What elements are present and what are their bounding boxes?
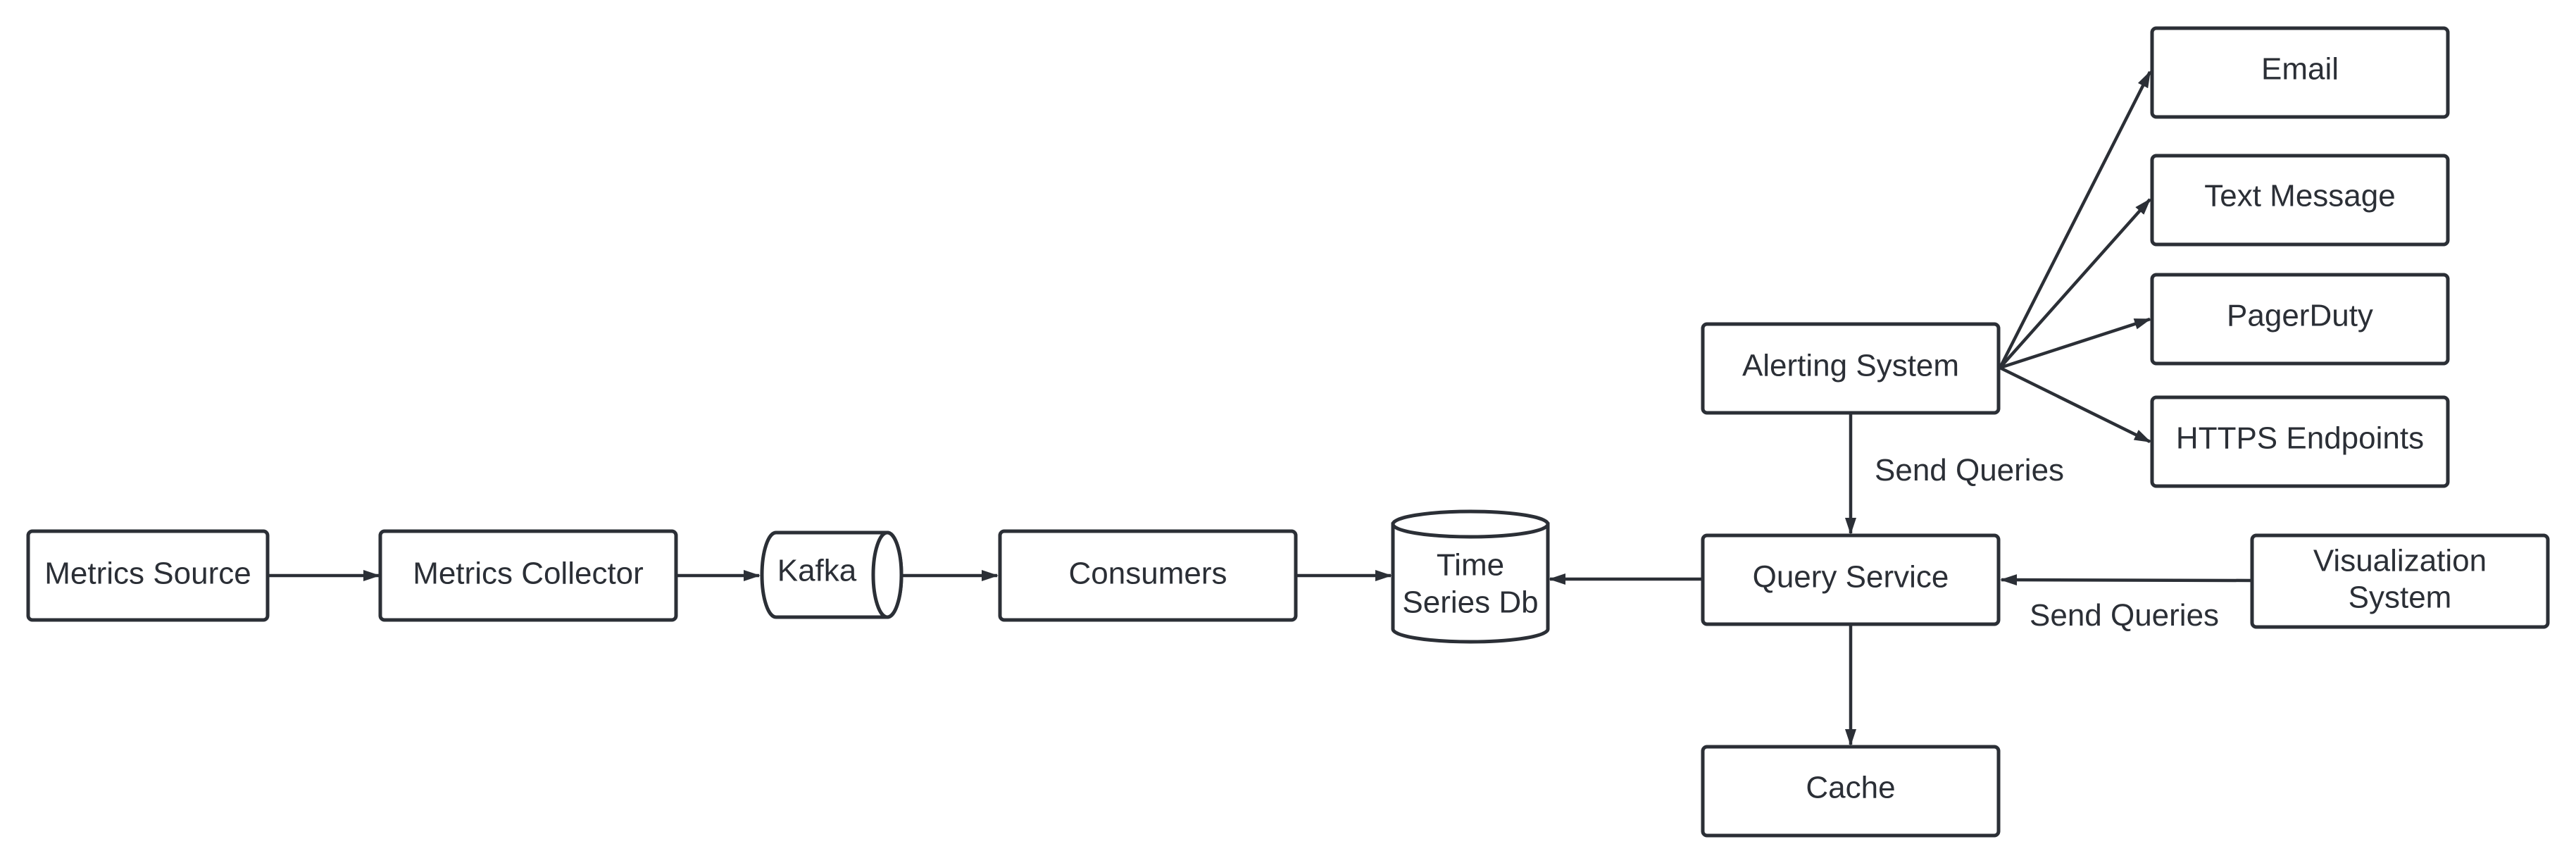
edge-alerting-to-https-endpoints — [1999, 366, 2151, 444]
node-visualization-system[interactable]: Visualization System — [2250, 533, 2550, 629]
edge-alerting-to-email — [1998, 70, 2152, 369]
node-label-line-2: Series Db — [1402, 585, 1538, 620]
node-label-line-1: Time — [1437, 548, 1504, 583]
node-label: Cache — [1806, 771, 1895, 805]
node-label: Metrics Collector — [413, 557, 644, 591]
kafka-cylinder-end — [871, 530, 904, 619]
edge-alerting-to-text-message — [1999, 198, 2151, 369]
edges — [268, 70, 2253, 746]
node-label: HTTPS Endpoints — [2176, 421, 2424, 456]
node-cache[interactable]: Cache — [1701, 745, 2001, 838]
node-metrics-collector[interactable]: Metrics Collector — [378, 529, 678, 622]
tsdb-cylinder-top — [1391, 509, 1550, 539]
node-label: Kafka — [777, 554, 857, 588]
node-label-line-1: Visualization — [2313, 544, 2487, 578]
node-label: Query Service — [1753, 560, 1949, 595]
node-label: Email — [2261, 52, 2339, 87]
node-consumers[interactable]: Consumers — [998, 529, 1298, 622]
node-query-service[interactable]: Query Service — [1701, 533, 2001, 626]
node-label-line-2: System — [2349, 580, 2452, 615]
node-text-message[interactable]: Text Message — [2150, 154, 2450, 247]
node-kafka-queue[interactable]: Kafka — [760, 530, 904, 619]
node-label: Alerting System — [1742, 349, 1959, 383]
edge-label-visualization-send-queries: Send Queries — [2030, 598, 2219, 633]
node-https-endpoints[interactable]: HTTPS Endpoints — [2150, 395, 2450, 488]
node-email[interactable]: Email — [2150, 26, 2450, 119]
tsdb-cylinder-body — [1391, 522, 1550, 644]
node-label: Metrics Source — [44, 557, 251, 591]
node-label: PagerDuty — [2227, 299, 2373, 333]
node-label: Text Message — [2204, 179, 2395, 213]
node-pagerduty[interactable]: PagerDuty — [2150, 273, 2450, 366]
node-time-series-db[interactable]: Time Series Db — [1391, 509, 1550, 644]
edge-label-alerting-send-queries: Send Queries — [1875, 453, 2064, 488]
node-metrics-source[interactable]: Metrics Source — [26, 529, 270, 622]
node-alerting-system[interactable]: Alerting System — [1701, 322, 2001, 415]
node-label: Consumers — [1069, 557, 1227, 591]
edge-alerting-to-pagerduty — [1999, 317, 2151, 370]
